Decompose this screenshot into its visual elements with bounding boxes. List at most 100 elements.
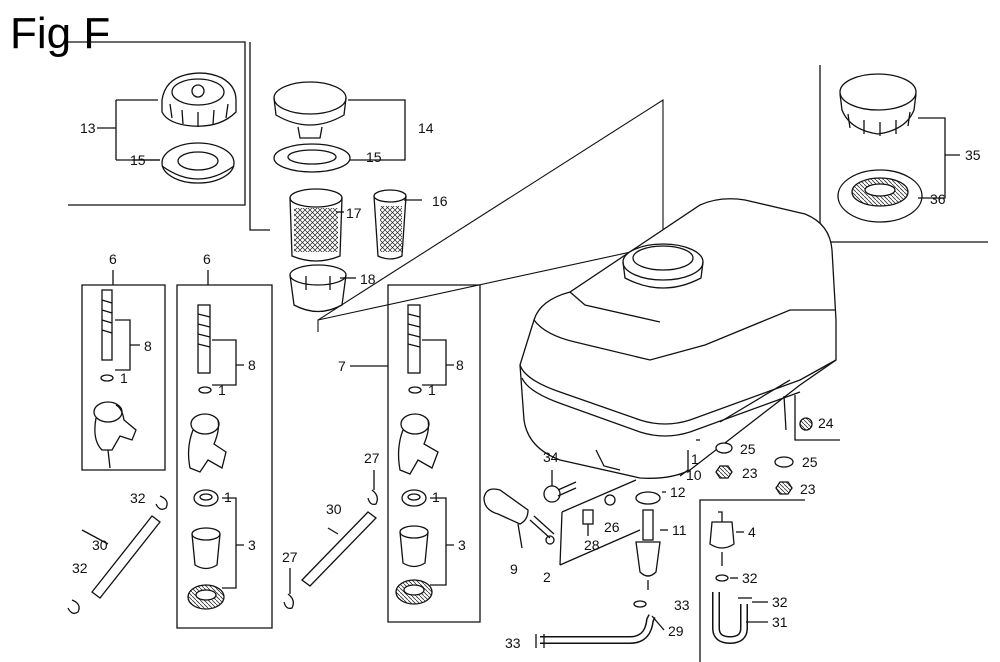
callout-18: 18 [360,271,376,287]
callout-7: 7 [338,358,346,374]
callout-12: 12 [670,484,686,500]
valve-body-center [187,413,227,473]
callout-1: 1 [432,489,440,505]
clip-27-upper [367,470,378,506]
callout-32: 32 [772,594,788,610]
callout-25: 25 [740,441,756,457]
fuel-tube-30-right [301,511,377,587]
bowl-right [395,579,433,605]
callout-4: 4 [748,524,756,540]
callout-26: 26 [604,519,620,535]
valve-stem-center [197,304,212,394]
clip-32-lower [67,599,80,614]
callout-36: 36 [930,191,946,207]
callout-28: 28 [584,537,600,553]
hose-31 [712,592,752,645]
gasket-15-left [161,142,235,184]
callout-27: 27 [364,450,380,466]
panel-valve-6-left [81,270,166,471]
callout-23: 23 [800,481,816,497]
valve-stem-left [100,289,114,382]
valve-body-7 [397,413,439,475]
bolt-24 [783,395,840,441]
bolt-34 [543,470,577,503]
callout-1: 1 [120,370,128,386]
callout-13: 13 [80,120,96,136]
callout-11: 11 [672,522,687,538]
callout-1: 1 [218,382,226,398]
fuel-hose-29 [540,614,656,644]
valve-body-left [93,401,137,469]
callout-15: 15 [366,149,382,165]
callout-9: 9 [510,561,518,577]
fuel-cap-14 [273,81,347,139]
gasket-15-center [273,143,351,173]
callout-14: 14 [418,120,434,136]
screw-2 [529,515,555,545]
fuel-cap-35 [839,73,917,136]
bushing-1-center [193,489,219,507]
tank-filler-neck [622,243,704,289]
valve-stem-7 [407,304,422,394]
fuel-tank [519,198,837,479]
panel-cap-14 [249,42,422,313]
fuel-cap-13 [161,72,237,127]
clip-33 [633,600,647,608]
washer-25-right [774,456,794,468]
clip-27-lower [283,568,294,610]
callout-33: 33 [674,597,690,613]
bolt-28 [582,509,594,536]
callout-6: 6 [109,251,117,267]
callout-34: 34 [543,449,559,465]
grommet-12 [635,491,661,505]
callout-30: 30 [326,501,342,517]
key-9 [483,488,529,549]
callout-labels: 13 15 14 15 16 17 18 35 36 6 8 1 6 8 1 1… [72,120,981,651]
callout-25: 25 [802,454,818,470]
callout-33: 33 [505,635,521,651]
callout-27: 27 [282,549,298,565]
callout-32: 32 [742,570,758,586]
callout-10: 10 [686,467,702,483]
bushing-1-right [401,489,427,507]
strainer-17 [289,188,343,262]
panel-filter-4 [699,499,805,662]
inline-filter-4 [709,511,735,566]
callout-31: 31 [772,614,788,630]
fuel-tube-30-left [91,515,161,599]
strainer-16 [373,189,407,260]
panel-cap-35 [819,65,988,243]
clip-32-filter [715,574,729,582]
callout-1: 1 [224,489,232,505]
washer-26 [604,494,616,506]
cup-3-center [191,527,221,570]
cup-3-right [399,525,429,568]
washer-25-left [715,442,733,454]
callout-17: 17 [346,205,362,221]
clip-33-hose [535,634,545,648]
callout-6: 6 [203,251,211,267]
callout-8: 8 [144,338,152,354]
bowl-center [187,584,225,610]
callout-29: 29 [668,623,684,639]
callout-32: 32 [130,490,146,506]
figure-title: Fig F [10,9,111,58]
callout-3: 3 [458,537,466,553]
callout-2: 2 [543,569,551,585]
callout-8: 8 [248,357,256,373]
callout-1: 1 [428,382,436,398]
nut-23-left [715,465,733,479]
callout-24: 24 [818,415,834,431]
nut-23-right [775,481,793,495]
callout-30: 30 [92,537,108,553]
callout-32: 32 [72,560,88,576]
callout-23: 23 [742,465,758,481]
callout-16: 16 [432,193,448,209]
callout-8: 8 [456,357,464,373]
panel-valve-7 [350,284,481,623]
panel-cap-13 [68,41,246,206]
clip-32-upper [155,495,168,510]
gasket-36 [837,169,923,223]
